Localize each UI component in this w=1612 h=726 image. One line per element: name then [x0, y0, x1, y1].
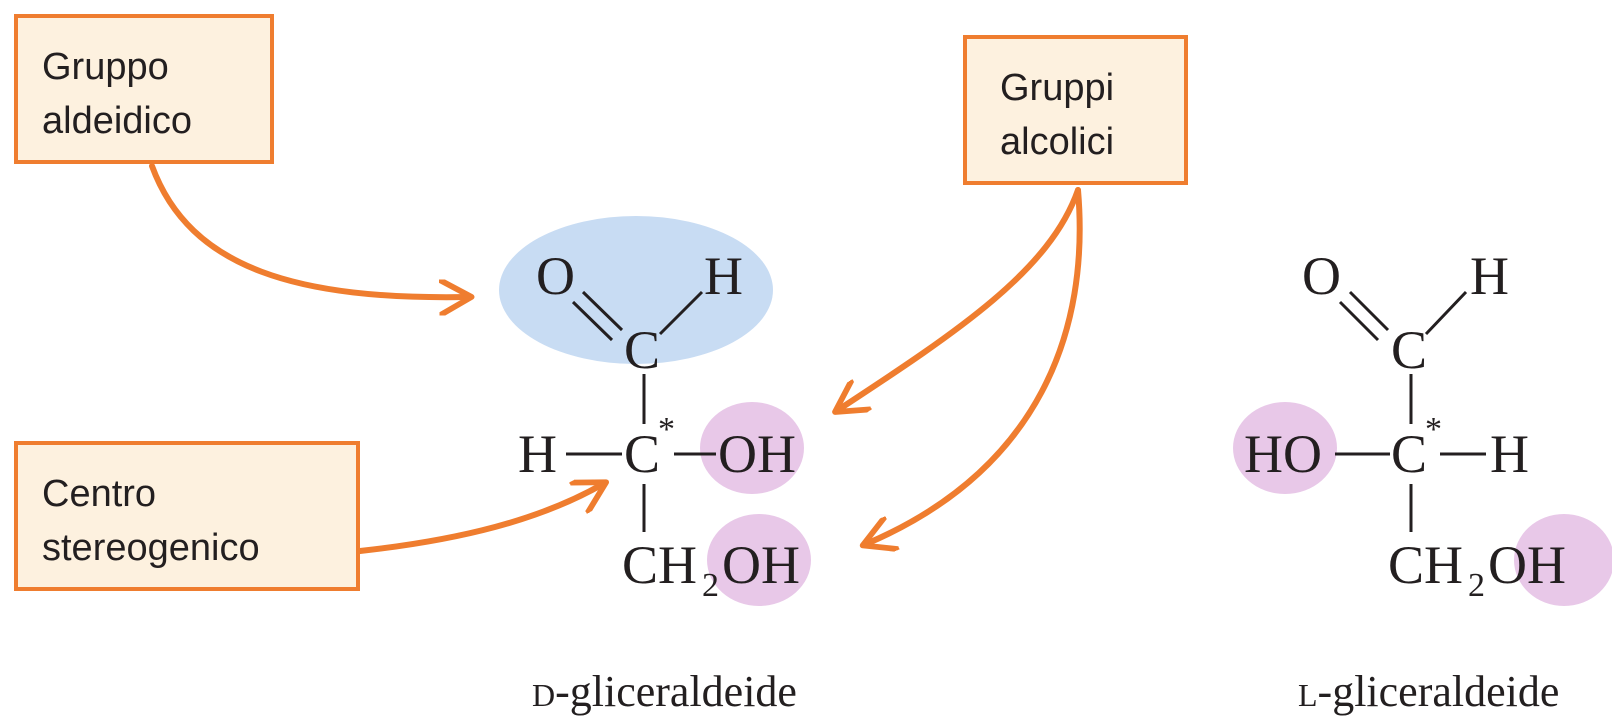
- arrow-stereocenter: [357, 484, 603, 554]
- l-glyceraldehyde-structure: O H C HO C * H CH 2 OH: [1244, 246, 1566, 604]
- stereocenter-label-line2: stereogenico: [42, 527, 260, 569]
- double-bond-line-1-l: [1338, 300, 1380, 342]
- alcohol-highlight-ch2oh-l: [1514, 514, 1612, 606]
- alcohol-label-line1: Gruppi: [1000, 67, 1114, 109]
- arrow-aldehyde: [149, 163, 468, 297]
- aldehyde-highlight: [499, 216, 773, 364]
- atom-o-l: O: [1302, 246, 1341, 306]
- label-box-alcohol: Gruppi alcolici: [963, 35, 1188, 185]
- subscript-2-l: 2: [1468, 567, 1485, 604]
- caption-l-rest: -gliceraldeide: [1318, 667, 1560, 716]
- atom-h-right: H: [1490, 424, 1529, 484]
- group-oh-bottom-l: OH: [1488, 535, 1566, 595]
- double-bond-line-2: [581, 290, 624, 332]
- alcohol-highlight-ho: [1233, 402, 1337, 494]
- bond-c-h-top: [658, 290, 704, 336]
- atom-h-top-l: H: [1470, 246, 1509, 306]
- aldehyde-label-line1: Gruppo: [42, 46, 169, 88]
- atom-c-chiral-l: C: [1391, 424, 1427, 484]
- bond-c-h-top-l: [1424, 290, 1468, 336]
- d-glyceraldehyde-structure: O H C H C * OH CH 2 OH: [518, 246, 800, 604]
- atom-h-top: H: [704, 246, 743, 306]
- caption-l-glyceraldehyde: L-gliceraldeide: [1298, 667, 1559, 716]
- caption-l-prefix: L: [1298, 677, 1318, 713]
- group-oh-bottom: OH: [722, 535, 800, 595]
- alcohol-label-line2: alcolici: [1000, 121, 1114, 163]
- label-box-stereocenter: Centro stereogenico: [14, 441, 360, 591]
- atom-h-left: H: [518, 424, 557, 484]
- arrow-alcohol-oh: [838, 187, 1081, 410]
- group-ch: CH: [622, 535, 697, 595]
- atom-c-carbonyl: C: [624, 320, 660, 380]
- caption-d-glyceraldehyde: D-gliceraldeide: [532, 667, 797, 716]
- atom-o: O: [536, 246, 575, 306]
- alcohol-highlight-oh: [700, 402, 804, 494]
- aldehyde-label-line2: aldeidico: [42, 100, 192, 142]
- label-box-aldehyde: Gruppo aldeidico: [14, 14, 274, 164]
- group-oh: OH: [718, 424, 796, 484]
- arrow-alcohol-ch2oh: [866, 187, 1083, 544]
- group-ho: HO: [1244, 424, 1322, 484]
- group-ch-l: CH: [1388, 535, 1463, 595]
- atom-c-carbonyl-l: C: [1391, 320, 1427, 380]
- caption-d-rest: -gliceraldeide: [555, 667, 797, 716]
- double-bond-line-2-l: [1348, 290, 1390, 332]
- atom-c-chiral: C: [624, 424, 660, 484]
- subscript-2: 2: [702, 567, 719, 604]
- chiral-mark-l: *: [1425, 411, 1442, 448]
- stereocenter-label-line1: Centro: [42, 473, 156, 515]
- double-bond-line-1: [571, 300, 614, 342]
- chiral-mark: *: [658, 411, 675, 448]
- alcohol-highlight-ch2oh: [707, 514, 811, 606]
- caption-d-prefix: D: [532, 677, 555, 713]
